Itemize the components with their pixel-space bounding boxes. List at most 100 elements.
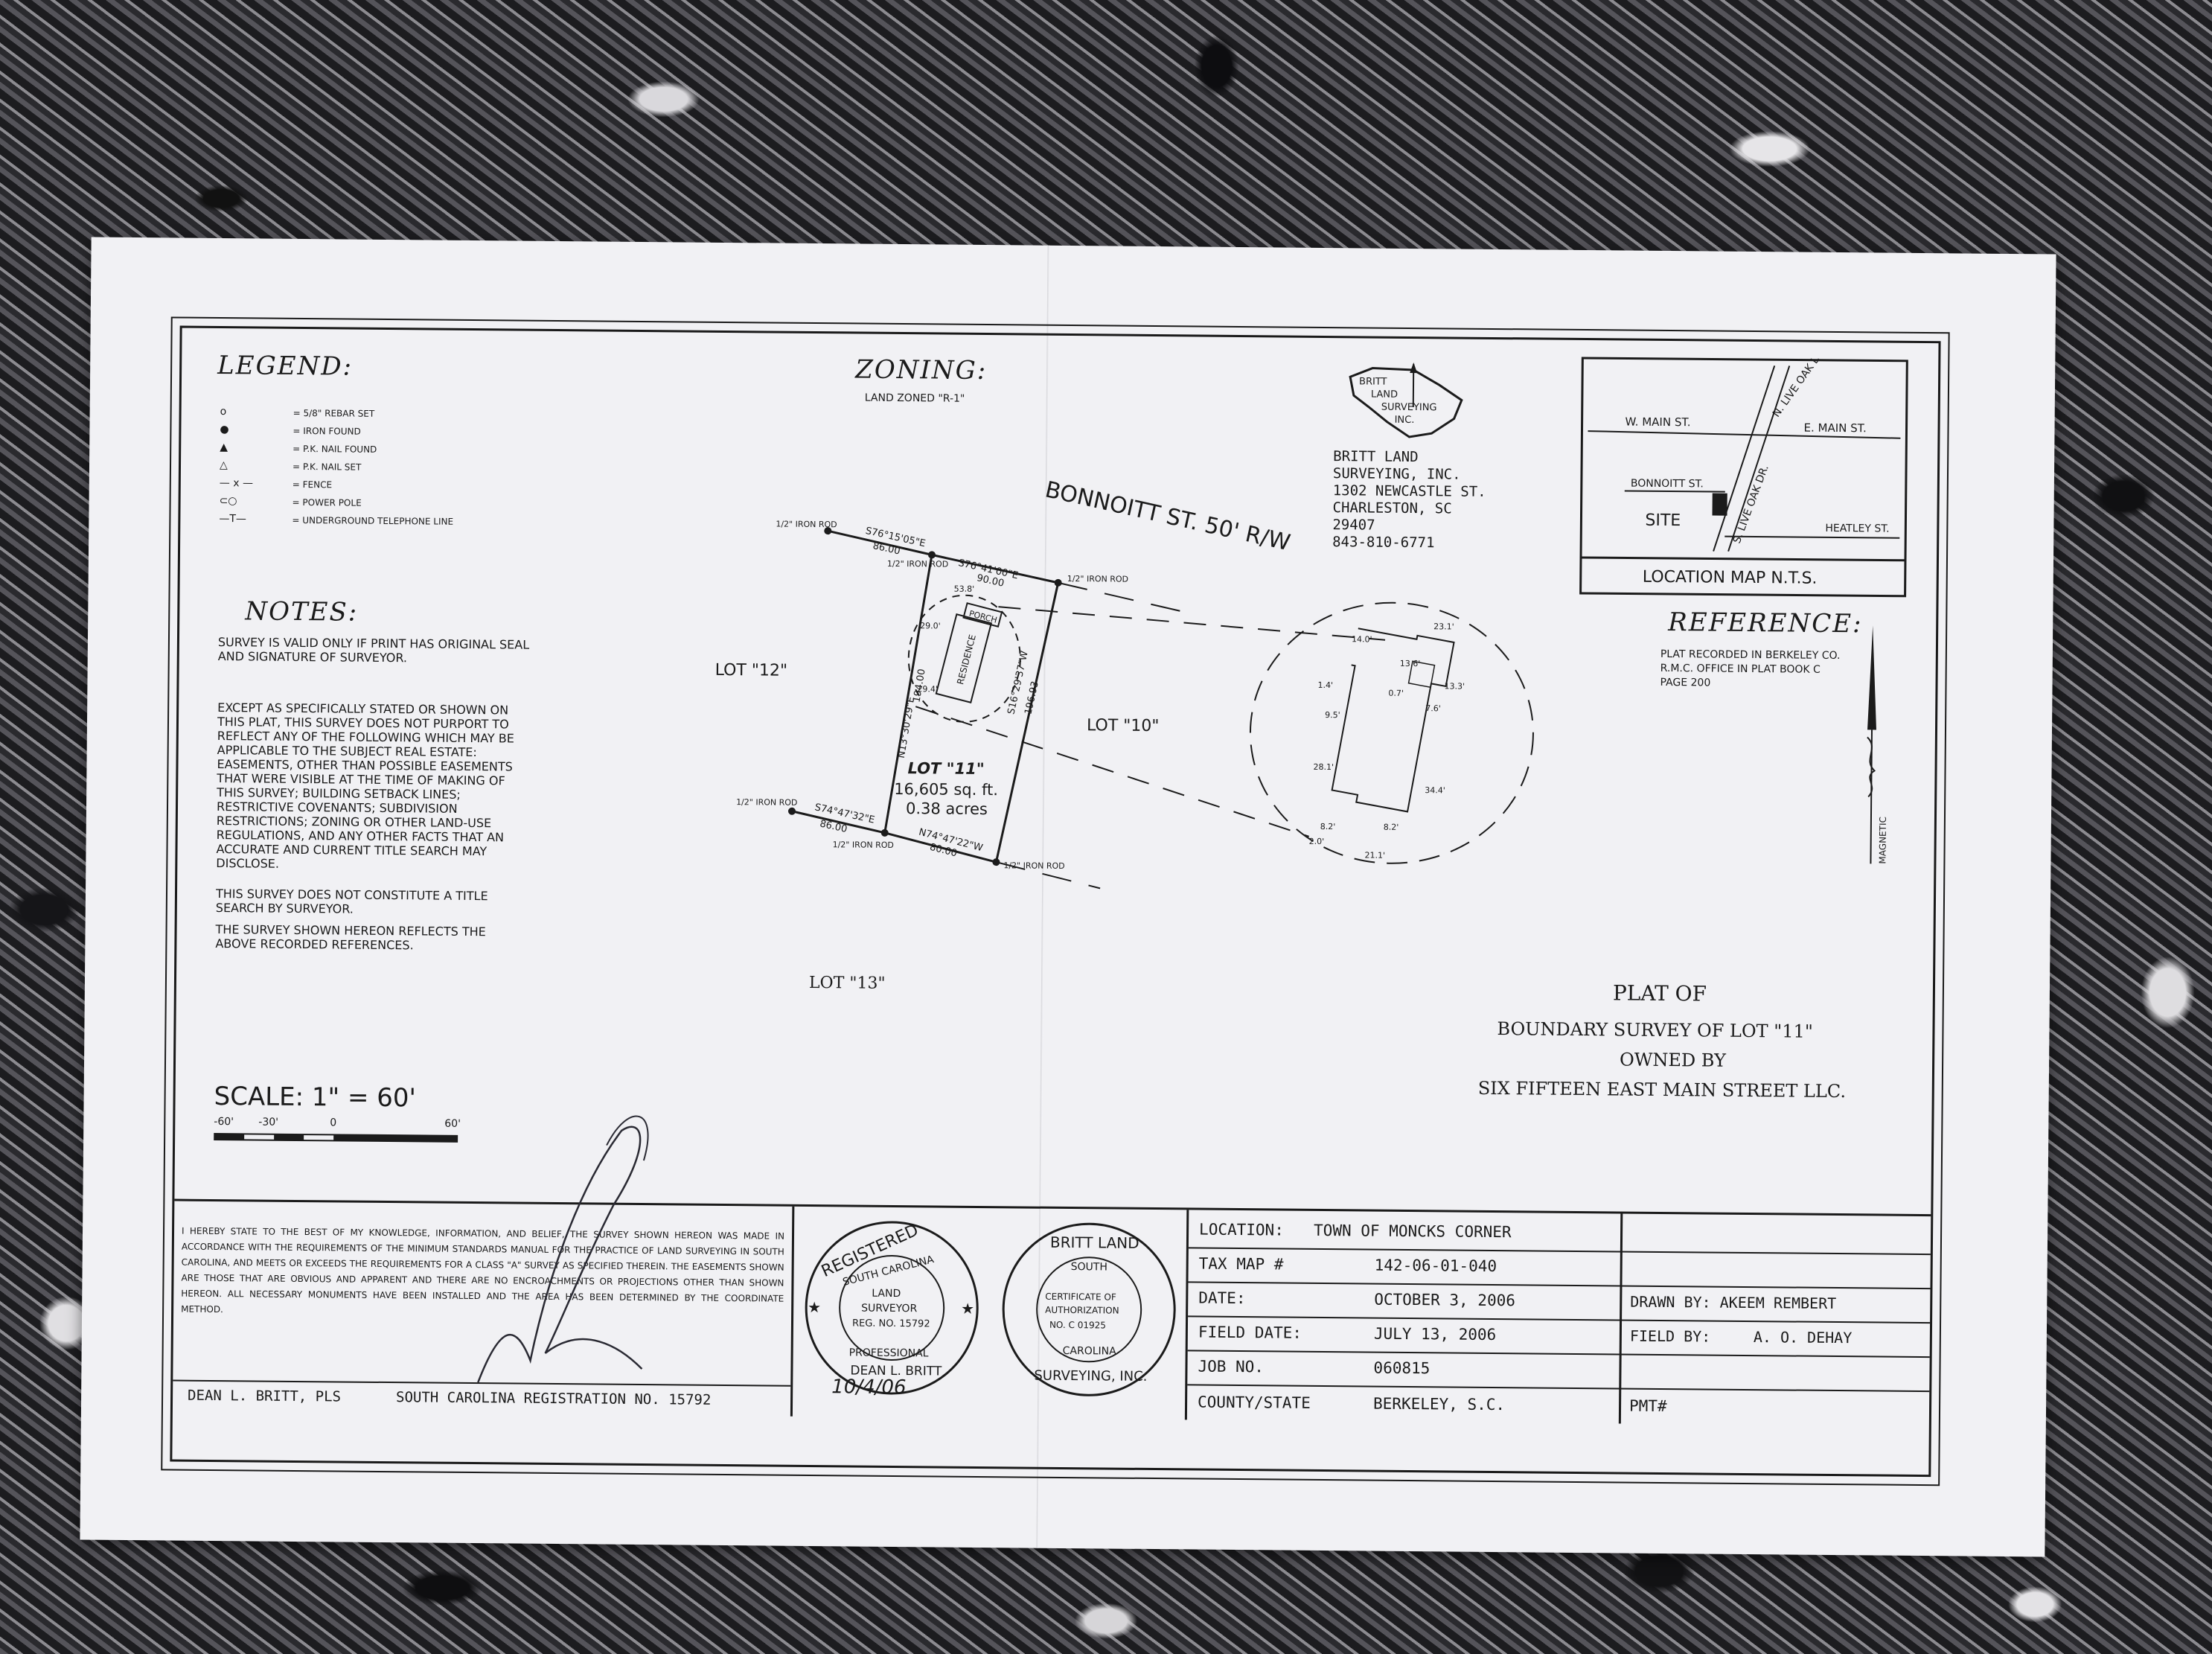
seal-signature-date: 10/4/06 <box>831 1376 906 1399</box>
seal-company-top: BRITT LAND <box>1050 1233 1139 1252</box>
zoning-text: LAND ZONED "R-1" <box>864 392 965 405</box>
iron-rod-label: 1/2" IRON ROD <box>1067 574 1128 584</box>
extension-line <box>996 861 1101 890</box>
job-label: JOB NO. <box>1198 1357 1265 1376</box>
setback-b: 29.4' <box>917 684 938 694</box>
legend-title: LEGEND: <box>217 351 354 382</box>
iron-rod-marker <box>824 527 832 535</box>
field-by-label: FIELD BY: <box>1629 1326 1711 1346</box>
logo-line-1: BRITT <box>1359 376 1387 387</box>
notes-p2: EXCEPT AS SPECIFICALLY STATED OR SHOWN O… <box>216 700 515 871</box>
extension-line <box>1058 581 1192 615</box>
plat-title-4: SIX FIFTEEN EAST MAIN STREET LLC. <box>1477 1077 1847 1102</box>
seal-surveyor-bottom: PROFESSIONAL <box>849 1347 929 1359</box>
surveyor-name: DEAN L. BRITT, PLS <box>188 1387 342 1405</box>
lot-10-label: LOT "10" <box>1087 716 1160 735</box>
signature-scribble <box>477 1115 649 1383</box>
iron-rod-marker <box>928 551 936 559</box>
north-arrow-label: MAGNETIC <box>1877 817 1888 864</box>
plat-title-2: BOUNDARY SURVEY OF LOT "11" <box>1497 1018 1813 1042</box>
plat-border: LEGEND: o= 5/8" REBAR SET●= IRON FOUND▲=… <box>161 316 1950 1487</box>
legend-item-label: = 5/8" REBAR SET <box>293 407 375 419</box>
legend-symbol-icon: — x — <box>219 477 254 490</box>
company-seal: BRITT LAND SOUTH CERTIFICATE OF AUTHORIZ… <box>1002 1222 1176 1396</box>
map-street-heatley: HEATLEY ST. <box>1825 523 1889 535</box>
detail-dimension-label: 23.1' <box>1433 622 1454 631</box>
boundary-top-left <box>827 529 933 556</box>
seal-surveyor-center-3: REG. NO. 15792 <box>852 1318 930 1329</box>
boundary-right <box>994 582 1060 863</box>
seal-company-bottom: SURVEYING, INC. <box>1034 1368 1147 1385</box>
detail-dimension-label: 1.4' <box>1317 680 1333 690</box>
star-icon: ★ <box>961 1300 974 1318</box>
detail-circle-large <box>1249 601 1534 864</box>
zoning-title: ZONING: <box>854 354 988 386</box>
detail-dimension-label: 14.0' <box>1352 634 1372 644</box>
surveyor-registration: SOUTH CAROLINA REGISTRATION NO. 15792 <box>396 1389 712 1408</box>
map-site-label: SITE <box>1645 511 1681 530</box>
boundary-top <box>931 553 1059 584</box>
detail-dimension-label: 34.4' <box>1425 785 1445 795</box>
boundary-bottom-left <box>791 810 886 834</box>
fielddate-label: FIELD DATE: <box>1198 1323 1302 1342</box>
legend-symbol-icon: ▲ <box>220 441 228 454</box>
date-value: OCTOBER 3, 2006 <box>1374 1290 1516 1310</box>
distance-right: 196.93 <box>1023 680 1041 716</box>
plat-title-1: PLAT OF <box>1612 980 1707 1006</box>
detail-footprint <box>1331 628 1455 813</box>
drawn-by: DRAWN BY: AKEEM REMBERT <box>1630 1292 1837 1313</box>
company-logo: BRITT LAND SURVEYING INC. <box>1349 363 1463 438</box>
iron-rod-label: 1/2" IRON ROD <box>776 520 837 530</box>
detail-dimensions: 14.0'23.1'1.4'13.6'9.5'0.7'13.3'7.6'28.1… <box>1309 622 1465 860</box>
map-street-w-main: W. MAIN ST. <box>1626 415 1691 430</box>
location-label: LOCATION: <box>1199 1220 1285 1239</box>
iron-rod-label: 1/2" IRON ROD <box>1003 860 1064 871</box>
star-icon: ★ <box>808 1298 821 1316</box>
taxmap-value: 142-06-01-040 <box>1374 1256 1497 1276</box>
seal-surveyor-center-1: LAND <box>872 1288 901 1300</box>
seal-company-center-3: NO. C 01925 <box>1049 1320 1106 1331</box>
detail-dimension-label: 2.0' <box>1309 837 1325 846</box>
iron-rod-marker <box>880 828 889 837</box>
detail-dimension-label: 0.7' <box>1388 689 1404 698</box>
seal-company-center-2: AUTHORIZATION <box>1045 1305 1119 1316</box>
boundary-bottom <box>884 831 997 863</box>
detail-dimension-label: 7.6' <box>1425 703 1441 713</box>
lot-11-acres: 0.38 acres <box>906 799 988 818</box>
scale-label: SCALE: 1" = 60' <box>214 1081 417 1114</box>
seal-company-bottom-ring: CAROLINA <box>1063 1345 1117 1358</box>
lot-13-label: LOT "13" <box>808 973 886 993</box>
scale-tick-1: -60' <box>214 1115 234 1128</box>
notes-p3: THIS SURVEY DOES NOT CONSTITUTE A TITLE … <box>215 887 488 916</box>
logo-line-2: LAND <box>1371 389 1398 400</box>
seal-company-ring: SOUTH <box>1071 1261 1107 1273</box>
setback-a: 29.0' <box>920 621 941 630</box>
pmt-label: PMT# <box>1628 1396 1667 1416</box>
legend-symbol-icon: ● <box>220 424 229 436</box>
certification-panel: I HEREBY STATE TO THE BEST OF MY KNOWLED… <box>172 1115 795 1417</box>
distance-bottom-left: 86.00 <box>819 818 848 835</box>
survey-drawing: BONNOITT ST. 50' R/W <box>715 476 1534 890</box>
legend-item-label: = IRON FOUND <box>293 425 361 437</box>
detail-connector-top <box>998 606 1386 641</box>
plat-title-3: OWNED BY <box>1619 1049 1727 1071</box>
lot-12-label: LOT "12" <box>715 661 788 680</box>
legend-symbol-icon: ⊂○ <box>219 495 237 508</box>
county-value: BERKELEY, S.C. <box>1372 1394 1506 1414</box>
iron-rod-marker <box>787 807 796 815</box>
setback-front: 53.8' <box>954 584 975 594</box>
legend-list: o= 5/8" REBAR SET●= IRON FOUND▲= P.K. NA… <box>182 328 1939 527</box>
seal-surveyor-center-2: SURVEYOR <box>861 1303 917 1315</box>
legend-item-label: = P.K. NAIL FOUND <box>293 443 377 455</box>
iron-rod-label: 1/2" IRON ROD <box>887 559 948 569</box>
detail-dimension-label: 13.3' <box>1444 681 1465 691</box>
info-table: LOCATION: TOWN OF MONCKS CORNER TAX MAP … <box>1184 1210 1931 1427</box>
logo-line-4: INC. <box>1395 415 1415 426</box>
legend-symbol-icon: △ <box>219 459 228 472</box>
title-block: I HEREBY STATE TO THE BEST OF MY KNOWLED… <box>172 1115 1931 1427</box>
detail-dimension-label: 28.1' <box>1313 762 1334 772</box>
scale-bar <box>214 1132 458 1143</box>
residence-label: RESIDENCE <box>955 633 978 686</box>
boundary-left <box>883 555 933 834</box>
site-marker <box>1712 493 1727 516</box>
